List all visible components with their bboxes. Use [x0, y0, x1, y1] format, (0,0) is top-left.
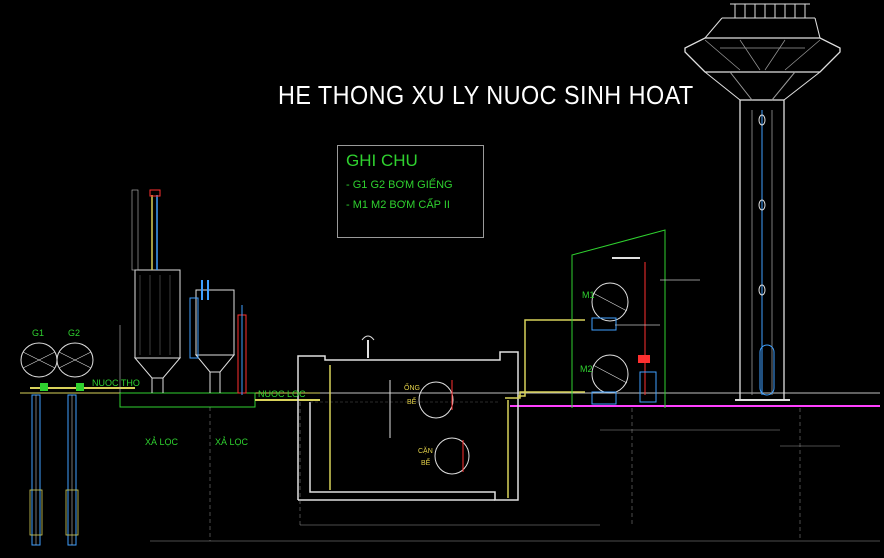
drawing-title: HE THONG XU LY NUOC SINH HOAT: [278, 80, 694, 110]
label-m2: M2: [580, 364, 593, 374]
tower-access-door: [759, 344, 775, 396]
supply-pipe: [518, 319, 585, 397]
tank-drum-lower: [434, 437, 470, 475]
label-nuoc-tho: NUOC THO: [92, 378, 140, 388]
legend-line-2: - M1 M2 BƠM CẤP II: [346, 199, 450, 211]
label-m1: M1: [582, 290, 595, 300]
pump-m2: [591, 354, 629, 394]
pump-m1-motor: [591, 317, 617, 331]
clear-water-reservoir: [297, 351, 519, 402]
label-xa-loc-1: XẢ LỌC: [145, 437, 179, 447]
legend-heading: GHI CHU: [346, 151, 418, 170]
label-g2: G2: [68, 328, 81, 338]
valve: [40, 383, 48, 391]
filter-platform: [119, 392, 256, 408]
label-ong-be-1: ỐNG: [404, 385, 420, 392]
label-xa-loc-2: XẢ LỌC: [215, 437, 249, 447]
pump-house: [571, 229, 666, 408]
water-tower-tank: [684, 3, 841, 101]
control-panel: [638, 355, 650, 363]
label-can-be-1: CẶN: [418, 448, 433, 455]
tank-drum-upper: [418, 381, 454, 419]
pump-m1: [591, 282, 629, 322]
label-nuoc-loc: NUOC LOC: [258, 389, 306, 399]
valve: [76, 383, 84, 391]
label-ong-be-2: BỂ: [407, 399, 417, 406]
label-can-be-2: BỂ: [421, 460, 431, 467]
pump-m2-motor: [591, 391, 617, 405]
filter-tank-1: [134, 269, 181, 359]
label-g1: G1: [32, 328, 45, 338]
legend-line-1: - G1 G2 BƠM GIẾNG: [346, 179, 453, 191]
well-pump-g2: [56, 342, 94, 378]
legend-box: GHI CHU - G1 G2 BƠM GIẾNG - M1 M2 BƠM CẤ…: [337, 145, 484, 238]
